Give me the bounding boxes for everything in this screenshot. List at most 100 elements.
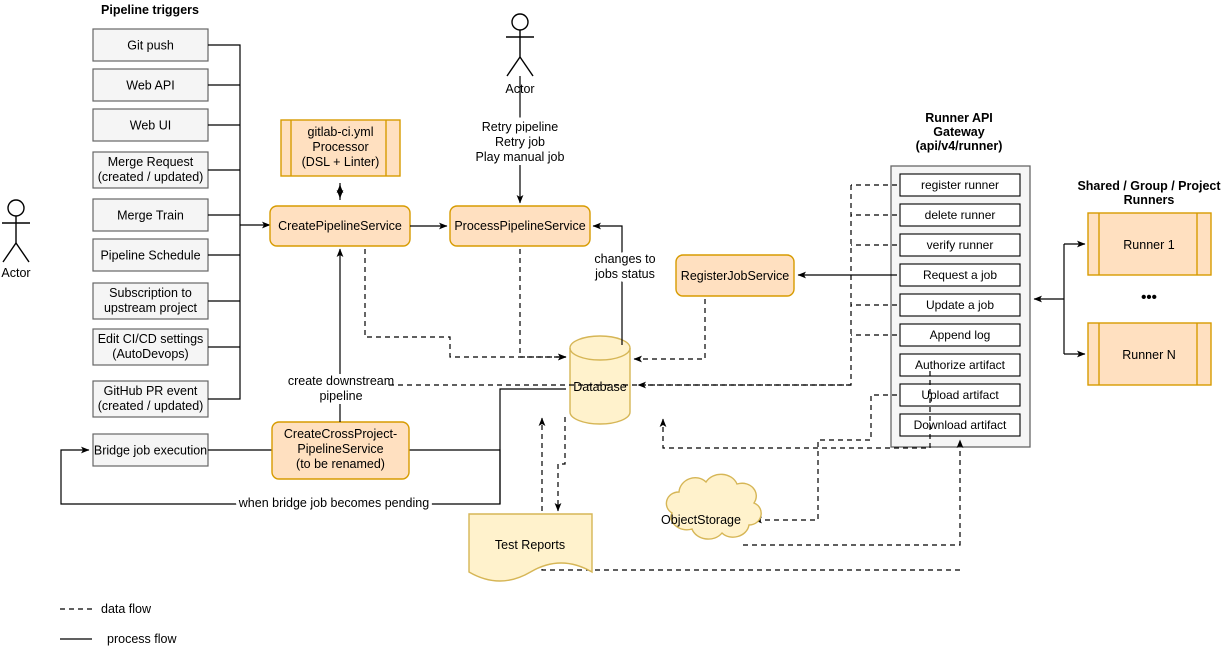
trigger-item-pipeline-schedule[interactable]: Pipeline Schedule: [92, 238, 209, 272]
gateway-endpoint-register-runner[interactable]: register runner: [899, 173, 1021, 197]
trigger-label-line1: GitHub PR event: [104, 384, 198, 398]
register-job-service-node[interactable]: RegisterJobService: [675, 254, 795, 297]
trigger-item-bridge-job-execution[interactable]: Bridge job execution: [92, 433, 209, 467]
test-reports-inbound: [554, 417, 566, 512]
endpoint-label: delete runner: [925, 208, 996, 222]
create-pipeline-service-label: CreatePipelineService: [278, 219, 402, 233]
runners-ellipsis: •••: [1141, 289, 1157, 306]
legend: data flow process flow: [60, 602, 177, 646]
trigger-label-line1: Merge Request: [108, 155, 194, 169]
changes-to-jobs-status-edge: changes to jobs status: [590, 222, 660, 345]
database-label: Database: [573, 380, 627, 394]
bridge-to-database-edge: [499, 388, 566, 504]
gateway-endpoint-authorize-artifact[interactable]: Authorize artifact: [899, 353, 1021, 377]
pipeline-triggers-heading: Pipeline triggers: [101, 3, 199, 17]
legend-process-flow-label: process flow: [107, 632, 177, 646]
trigger-label: Git push: [127, 39, 174, 53]
changes-line1: changes to: [594, 252, 655, 266]
trigger-item-web-ui[interactable]: Web UI: [92, 108, 209, 142]
endpoint-label: Upload artifact: [921, 388, 999, 402]
endpoint-label: Request a job: [923, 268, 997, 282]
trigger-item-github-pr-event[interactable]: GitHub PR event (created / updated): [92, 380, 209, 418]
yml-processor-line2: Processor: [312, 140, 368, 154]
create-downstream-edge: create downstream pipeline: [284, 248, 398, 422]
actor-left: Actor: [1, 199, 31, 280]
trigger-label-line1: Subscription to: [109, 286, 192, 300]
trigger-item-edit-cicd-settings[interactable]: Edit CI/CD settings (AutoDevops): [92, 328, 209, 366]
register-job-service-label: RegisterJobService: [681, 269, 789, 283]
actor-left-label: Actor: [1, 266, 30, 280]
trigger-label-line1: Edit CI/CD settings: [98, 332, 204, 346]
process-pipeline-service-node[interactable]: ProcessPipelineService: [449, 205, 591, 247]
bridge-job-loop: when bridge job becomes pending: [60, 446, 501, 514]
trigger-label-line2: (AutoDevops): [112, 347, 188, 361]
gateway-endpoint-append-log[interactable]: Append log: [899, 323, 1021, 347]
runner-node-n[interactable]: Runner N: [1087, 322, 1212, 386]
gateway-runners-connector: [1033, 240, 1086, 358]
endpoint-label: register runner: [921, 178, 999, 192]
trigger-label: Web API: [126, 79, 174, 93]
trigger-label: Web UI: [130, 119, 171, 133]
yml-processor-line3: (DSL + Linter): [302, 155, 380, 169]
runner-label: Runner N: [1122, 348, 1176, 362]
objectstorage-to-download-artifact-dataflow: [743, 439, 964, 546]
objectstorage-rail-to-database: [538, 417, 960, 571]
endpoint-label: verify runner: [927, 238, 994, 252]
gateway-endpoint-upload-artifact[interactable]: Upload artifact: [899, 383, 1021, 407]
cross-project-line2: PipelineService: [297, 442, 383, 456]
trigger-item-subscription[interactable]: Subscription to upstream project: [92, 282, 209, 320]
gateway-heading-line2: Gateway: [933, 125, 984, 139]
gateway-endpoint-download-artifact[interactable]: Download artifact: [899, 413, 1021, 437]
gateway-heading-line1: Runner API: [925, 111, 993, 125]
bridge-pending-label: when bridge job becomes pending: [238, 496, 429, 510]
retry-edge: Retry pipeline Retry job Play manual job: [472, 76, 569, 204]
yml-processor-line1: gitlab-ci.yml: [308, 125, 374, 139]
runner-label: Runner 1: [1123, 238, 1174, 252]
retry-line3: Play manual job: [476, 150, 565, 164]
trigger-label-line2: (created / updated): [98, 170, 204, 184]
changes-line2: jobs status: [594, 267, 655, 281]
trigger-item-merge-train[interactable]: Merge Train: [92, 198, 209, 232]
yml-processor-node[interactable]: gitlab-ci.yml Processor (DSL + Linter): [280, 119, 401, 177]
runner-api-gateway-panel: Runner API Gateway (api/v4/runner) regis…: [890, 111, 1031, 448]
gateway-endpoint-verify-runner[interactable]: verify runner: [899, 233, 1021, 257]
createpipeline-to-database-dataflow: [364, 249, 567, 361]
create-pipeline-service-node[interactable]: CreatePipelineService: [269, 205, 411, 247]
trigger-label-line2: (created / updated): [98, 399, 204, 413]
retry-line2: Retry job: [495, 135, 545, 149]
trigger-label-line2: upstream project: [104, 301, 198, 315]
trigger-item-git-push[interactable]: Git push: [92, 28, 209, 62]
endpoint-label: Update a job: [926, 298, 994, 312]
endpoint-label: Append log: [930, 328, 991, 342]
runners-group: Shared / Group / Project Runners Runner …: [1077, 179, 1221, 386]
object-storage-node[interactable]: ObjectStorage: [661, 473, 762, 540]
upload-artifact-to-objectstorage-dataflow: [753, 394, 897, 524]
legend-data-flow-label: data flow: [101, 602, 152, 616]
create-cross-project-pipeline-service-node[interactable]: CreateCrossProject- PipelineService (to …: [271, 421, 410, 480]
gateway-endpoint-update-a-job[interactable]: Update a job: [899, 293, 1021, 317]
test-reports-label: Test Reports: [495, 538, 565, 552]
cross-project-line1: CreateCrossProject-: [284, 427, 397, 441]
test-reports-node[interactable]: Test Reports: [468, 513, 593, 582]
object-storage-label: ObjectStorage: [661, 513, 741, 527]
trigger-item-merge-request[interactable]: Merge Request (created / updated): [92, 151, 209, 189]
gateway-heading-line3: (api/v4/runner): [916, 139, 1003, 153]
database-node[interactable]: Database: [569, 335, 631, 425]
process-pipeline-service-label: ProcessPipelineService: [454, 219, 585, 233]
runners-heading-line2: Runners: [1124, 193, 1175, 207]
gateway-bottom-to-database: [659, 371, 931, 449]
endpoint-label: Download artifact: [914, 418, 1007, 432]
trigger-bus-lines: [208, 44, 271, 400]
trigger-list: Git push Web API Web UI Merge Request (c…: [92, 28, 209, 467]
cross-project-line3: (to be renamed): [296, 457, 385, 471]
trigger-label: Merge Train: [117, 209, 184, 223]
trigger-label: Pipeline Schedule: [100, 249, 200, 263]
gateway-endpoint-request-a-job[interactable]: Request a job: [899, 263, 1021, 287]
trigger-item-web-api[interactable]: Web API: [92, 68, 209, 102]
runner-node-1[interactable]: Runner 1: [1087, 212, 1212, 276]
gateway-endpoint-delete-runner[interactable]: delete runner: [899, 203, 1021, 227]
create-downstream-line1: create downstream: [288, 374, 394, 388]
endpoint-label: Authorize artifact: [915, 358, 1006, 372]
gateway-dataflow-bus: [385, 184, 897, 389]
